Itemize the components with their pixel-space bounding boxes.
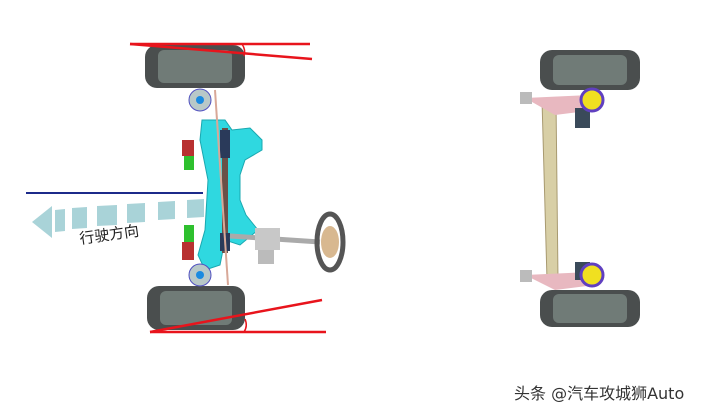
rear-right-hub bbox=[579, 262, 605, 288]
drive-shaft-boot-right bbox=[182, 242, 194, 260]
front-axle-assembly bbox=[26, 42, 346, 334]
rear-axle-assembly bbox=[520, 50, 640, 327]
rear-left-hub bbox=[579, 87, 605, 113]
steering-rack bbox=[222, 128, 228, 253]
steering-wheel bbox=[314, 211, 346, 273]
toe-lines-front-left bbox=[129, 42, 313, 61]
drive-shaft-boot-left bbox=[182, 140, 194, 156]
toe-lines-front-right bbox=[149, 298, 326, 334]
watermark: 头条 @汽车攻城狮Auto bbox=[514, 384, 685, 403]
twist-beam bbox=[541, 99, 559, 281]
subframe bbox=[197, 119, 263, 271]
driving-direction-arrow bbox=[32, 199, 204, 238]
